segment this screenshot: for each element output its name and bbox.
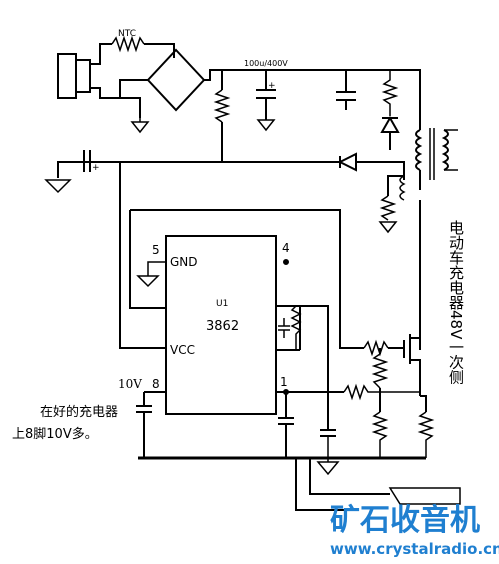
sense-resistor-1 bbox=[371, 411, 389, 458]
ac-line-top-wire bbox=[90, 43, 175, 65]
pin1-capacitor bbox=[278, 392, 294, 458]
vertical-title: 电动车充电器48V一次侧 bbox=[447, 220, 465, 386]
pin8-number: 8 bbox=[152, 377, 160, 391]
pin1-number: 1 bbox=[280, 375, 288, 389]
vcc-cap-ground bbox=[44, 179, 72, 194]
aux-resistor bbox=[379, 195, 397, 221]
ac-input-plug bbox=[57, 53, 77, 99]
bulk-cap-ground bbox=[256, 119, 276, 132]
ic-gnd-pin bbox=[136, 261, 166, 288]
aux-winding-wire bbox=[387, 175, 404, 196]
transformer-core bbox=[429, 128, 435, 180]
watermark-url: www.crystalradio.cn bbox=[330, 540, 499, 558]
sense-resistor-2 bbox=[417, 411, 435, 458]
snubber-capacitor bbox=[336, 70, 356, 110]
bridge-ground bbox=[130, 118, 150, 134]
bridge-rectifier bbox=[146, 48, 206, 112]
gate-feedback-wire bbox=[130, 209, 350, 349]
ntc-thermistor bbox=[111, 35, 145, 53]
pin8-voltage-label: 10V bbox=[118, 377, 142, 391]
vcc-cap-plus: + bbox=[92, 163, 100, 173]
bridge-ac-wire bbox=[119, 79, 148, 98]
snubber-top-wire bbox=[340, 69, 421, 130]
ic-part-number: 3862 bbox=[206, 319, 239, 334]
hv-rail bbox=[204, 69, 340, 81]
ic-3862 bbox=[165, 235, 277, 415]
secondary-leads bbox=[444, 129, 458, 171]
vcc-rail bbox=[84, 161, 405, 180]
ic-right-capacitor bbox=[320, 429, 336, 437]
bulk-capacitor bbox=[256, 70, 276, 120]
pin4-number: 4 bbox=[282, 241, 290, 255]
ic-right-ground bbox=[316, 436, 340, 476]
optocoupler bbox=[388, 487, 461, 505]
ic-designator: U1 bbox=[216, 299, 228, 309]
vcc-to-ic-wire bbox=[119, 162, 166, 349]
transformer-secondary bbox=[441, 129, 449, 171]
ground-bus-drops bbox=[295, 458, 390, 511]
annotation-line-2: 上8脚10V多。 bbox=[12, 426, 98, 442]
watermark-brand: 矿石收音机 bbox=[330, 503, 480, 538]
pin5-number: 5 bbox=[152, 243, 160, 257]
pin4-dot bbox=[283, 259, 289, 265]
startup-resistor bbox=[213, 89, 231, 123]
transformer-primary bbox=[415, 129, 423, 171]
ic-gnd-label: GND bbox=[170, 255, 198, 269]
ic-right-wire bbox=[300, 305, 329, 430]
ic-timing-resistor bbox=[290, 305, 302, 350]
annotation-line-1: 在好的充电器 bbox=[40, 404, 118, 420]
snubber-diode bbox=[380, 115, 400, 150]
ic-timing-capacitor bbox=[278, 318, 290, 338]
ic-vcc-label: VCC bbox=[170, 343, 195, 357]
pin8-capacitor bbox=[136, 392, 152, 458]
bulk-cap-label: 100u/400V bbox=[244, 59, 288, 68]
vcc-rectifier-diode bbox=[337, 152, 357, 172]
aux-winding bbox=[399, 175, 406, 201]
aux-ground bbox=[378, 221, 398, 234]
ntc-label: NTC bbox=[118, 29, 136, 39]
snubber-resistor bbox=[381, 70, 399, 116]
ic-feedback-wire bbox=[129, 210, 166, 309]
gate-pulldown-resistor bbox=[371, 353, 389, 389]
bulk-cap-plus: + bbox=[268, 81, 276, 91]
ac-plug-body bbox=[75, 59, 91, 93]
ac-line-bottom-wire bbox=[90, 87, 141, 118]
current-sense-resistor bbox=[343, 383, 420, 401]
mosfet bbox=[388, 334, 421, 396]
gate-resistor bbox=[363, 339, 389, 357]
sense-wire-2 bbox=[420, 395, 427, 412]
schematic-labels: NTC 100u/400V + + U1 3862 GND VCC 5 4 8 … bbox=[12, 29, 465, 442]
vcc-cap-wire bbox=[57, 161, 84, 178]
watermark: 矿石收音机 www.crystalradio.cn bbox=[330, 503, 499, 558]
